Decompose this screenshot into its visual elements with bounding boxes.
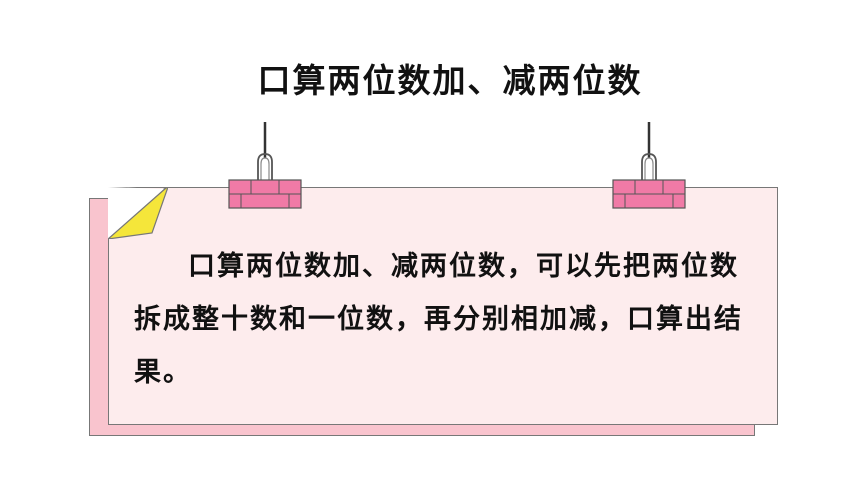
- slide-title: 口算两位数加、减两位数: [257, 61, 643, 100]
- folded-corner-icon: [108, 187, 168, 239]
- note-card: [108, 187, 778, 425]
- body-text: 口算两位数加、减两位数，可以先把两位数拆成整十数和一位数，再分别相加减，口算出结…: [134, 251, 743, 388]
- binder-clip-icon: [228, 122, 302, 209]
- binder-clip-icon: [612, 122, 686, 209]
